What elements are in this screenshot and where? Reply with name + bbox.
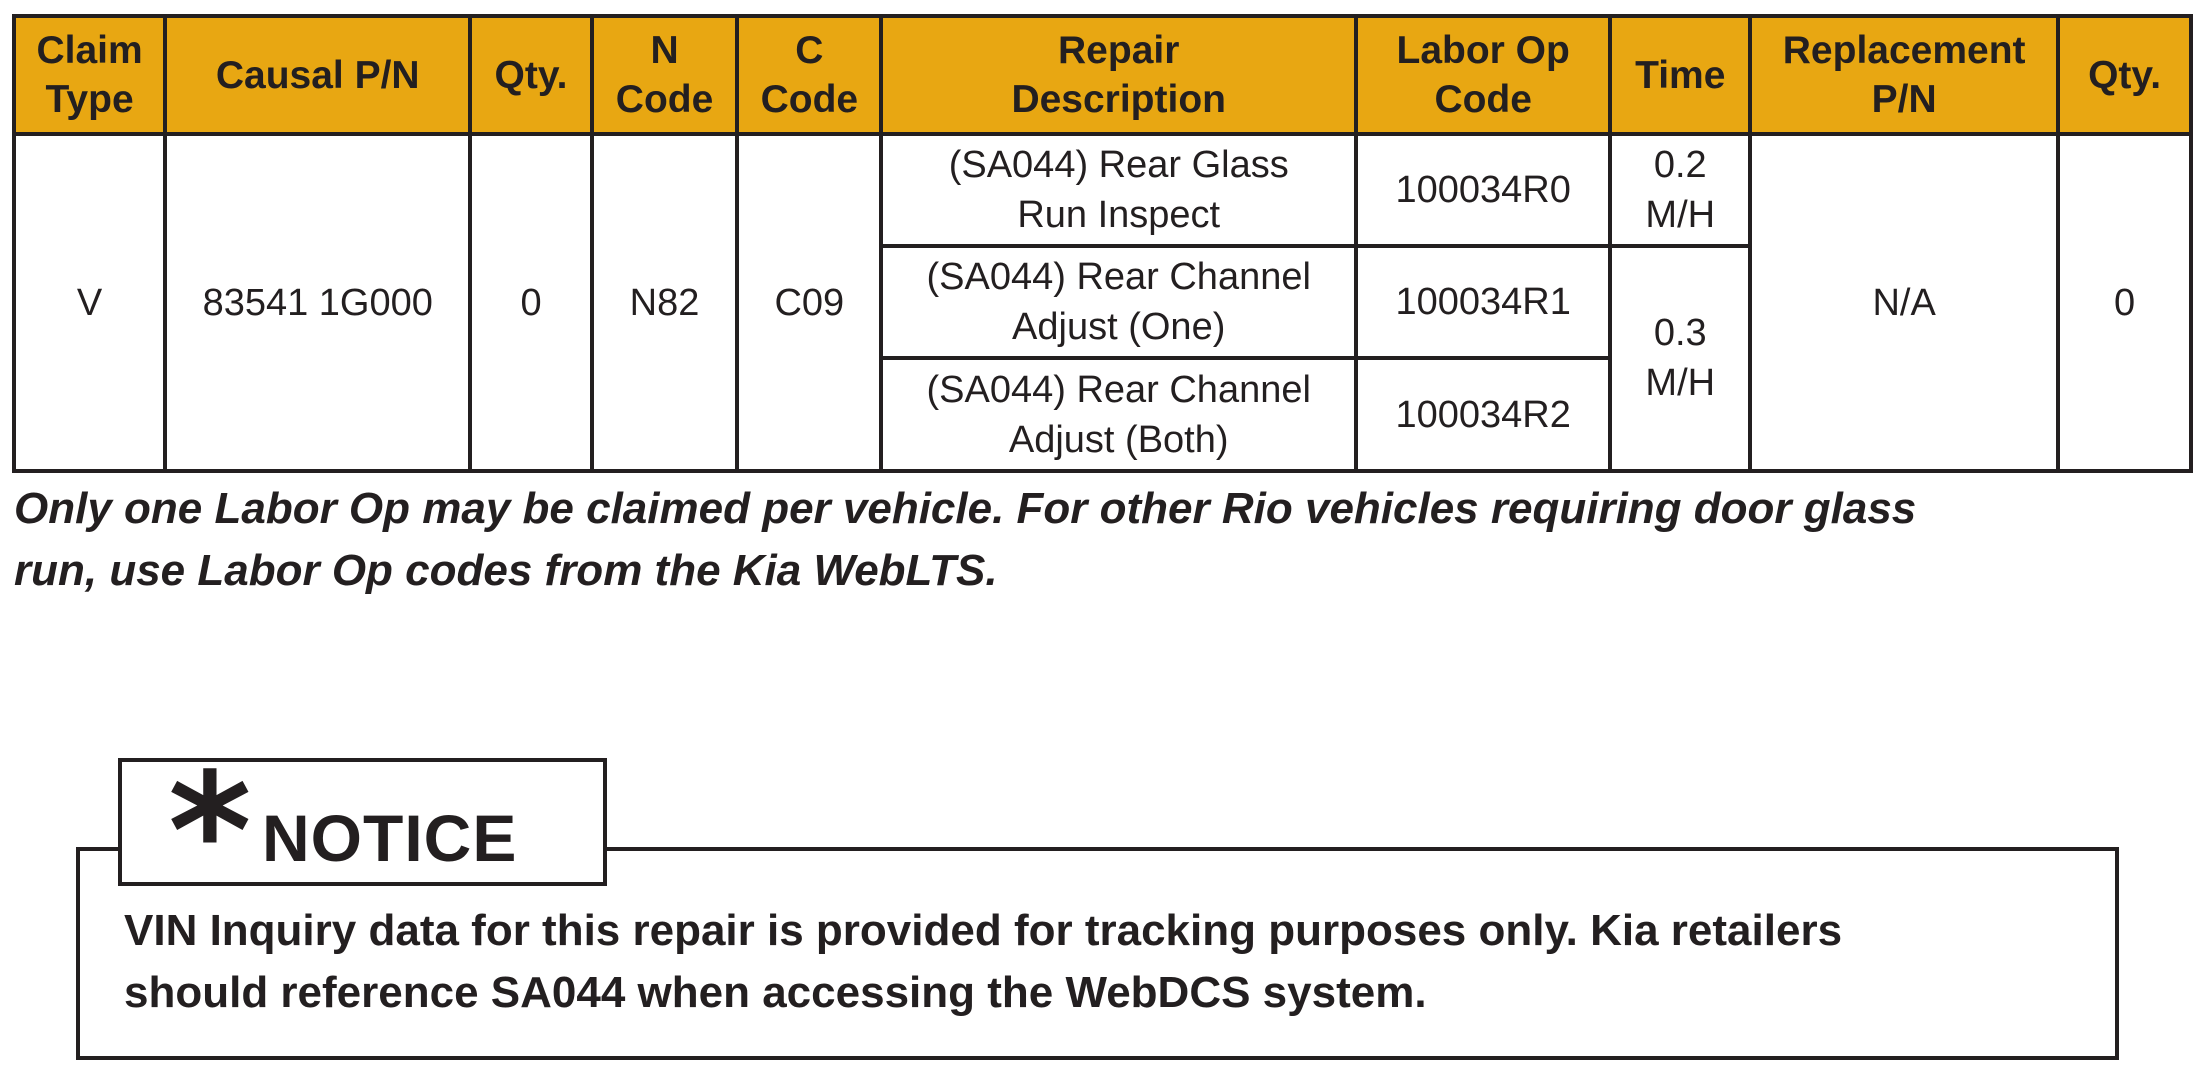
cell-labor-op-code: 100034R0 <box>1354 132 1613 248</box>
cell-n-code: N82 <box>589 132 740 473</box>
notice-line: VIN Inquiry data for this repair is prov… <box>124 906 1843 955</box>
cell-time: 0.2 M/H <box>1608 132 1753 248</box>
cell-causal-qty: 0 <box>468 132 594 473</box>
cell-repair-description: (SA044) Rear Channel Adjust (Both) <box>879 356 1359 473</box>
table-row: (SA044) Rear Channel Adjust (Both) 10003… <box>14 356 2191 473</box>
header-causal-pn: Causal P/N <box>163 14 473 136</box>
cell-time: 0.3 M/H <box>1608 243 1753 474</box>
cell-claim-type: V <box>11 132 168 473</box>
header-time: Time <box>1608 14 1753 136</box>
header-labor-op-code: Labor Op Code <box>1354 14 1613 136</box>
cell-c-code: C09 <box>735 132 884 473</box>
header-c-code: C Code <box>735 14 884 136</box>
cell-labor-op-code: 100034R2 <box>1354 356 1613 473</box>
labor-op-note: Only one Labor Op may be claimed per veh… <box>14 478 2174 602</box>
notice-text: VIN Inquiry data for this repair is prov… <box>124 900 2084 1024</box>
header-replacement-qty: Qty. <box>2056 14 2193 136</box>
table-header-row: Claim Type Causal P/N Qty. N Code C Code… <box>11 14 2193 136</box>
table-row: V 83541 1G000 0 N82 C09 (SA044) Rear Gla… <box>11 132 2193 473</box>
claim-table: Claim Type Causal P/N Qty. N Code C Code… <box>11 14 2193 474</box>
asterisk-icon: * <box>168 738 252 925</box>
header-claim-type: Claim Type <box>11 14 168 136</box>
notice-label: NOTICE <box>262 801 518 875</box>
cell-replacement-qty: 0 <box>2056 132 2193 473</box>
cell-repair-description: (SA044) Rear Channel Adjust (One) <box>879 243 1359 361</box>
table-row: (SA044) Rear Channel Adjust (One) 100034… <box>14 243 2191 474</box>
cell-repair-description: (SA044) Rear Glass Run Inspect <box>879 132 1359 248</box>
header-replacement-pn: Replacement P/N <box>1748 14 2061 136</box>
notice-tab <box>118 758 607 886</box>
header-qty: Qty. <box>468 14 594 136</box>
header-n-code: N Code <box>589 14 740 136</box>
cell-labor-op-code: 100034R1 <box>1354 243 1613 361</box>
header-repair-description: Repair Description <box>879 14 1359 136</box>
note-line: run, use Labor Op codes from the Kia Web… <box>14 546 998 595</box>
cell-replacement-pn: N/A <box>1748 132 2061 473</box>
note-line: Only one Labor Op may be claimed per veh… <box>14 484 1917 533</box>
cell-causal-pn: 83541 1G000 <box>163 132 473 473</box>
notice-line: should reference SA044 when accessing th… <box>124 968 1427 1017</box>
